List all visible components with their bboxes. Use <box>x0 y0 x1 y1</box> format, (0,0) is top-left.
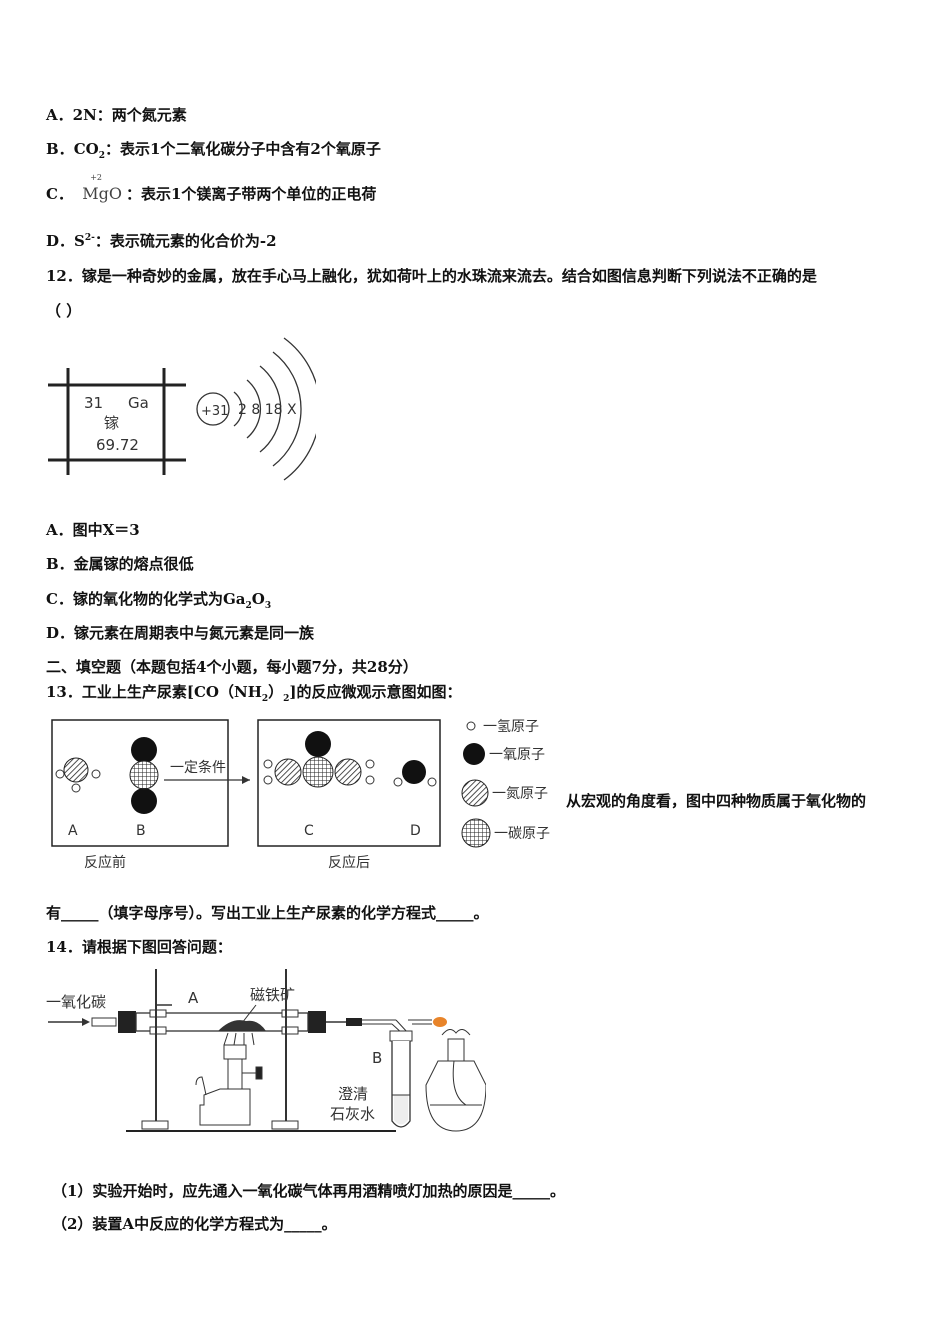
q12-option-c-sub1: 2 <box>245 601 252 611</box>
legend: 一氢原子 一氧原子 一氮原子 一碳原子 <box>461 719 550 848</box>
nucleus-charge: +31 <box>201 404 228 419</box>
q12-option-d: D．镓元素在周期表中与氮元素是同一族 <box>46 624 315 642</box>
legend-nitrogen: 一氮原子 <box>492 786 548 802</box>
q11-option-d-label: D． <box>46 232 75 250</box>
q11-option-d-formula: S <box>74 232 85 250</box>
legend-hydrogen-symbol <box>466 721 476 731</box>
q12-option-c-o: O <box>251 590 265 608</box>
q14-sub1: （1）实验开始时，应先通入一氧化碳气体再用酒精喷灯加热的原因是_____。 <box>52 1182 565 1200</box>
q11-option-c-charge: +2 <box>90 173 102 182</box>
q11-option-b-formula: CO <box>73 140 99 158</box>
q11-option-b: B．CO2：表示1个二氧化碳分子中含有2个氧原子 <box>46 138 381 161</box>
before-label: 反应前 <box>84 854 126 871</box>
q11-option-b-label: B． <box>46 140 74 158</box>
q11-option-a-label: A． <box>46 106 73 124</box>
flame <box>433 1017 447 1027</box>
b-label: B <box>372 1049 382 1067</box>
element-symbol: Ga <box>128 394 149 412</box>
after-box <box>257 719 441 847</box>
q13-stem: 13．工业上生产尿素[CO（NH2）2]的反应微观示意图如图： <box>46 681 462 704</box>
q11-option-d: D．S2-：表示硫元素的化合价为-2 <box>46 230 277 251</box>
shell-electrons: 2 8 18 X <box>238 402 297 418</box>
ore-pile <box>218 1020 266 1031</box>
element-cell <box>48 368 186 475</box>
q12-option-a: A．图中X＝3 <box>46 521 140 539</box>
q12-option-c-sub2: 3 <box>264 601 272 611</box>
label-d: D <box>410 823 421 839</box>
test-tube-stopper <box>389 1030 413 1042</box>
blowtorch <box>195 1032 263 1126</box>
molecule-c <box>263 731 375 788</box>
q13-stem-sub: 2 <box>261 694 269 704</box>
q13-side-text: 从宏观的角度看，图中四种物质属于氧化物的 <box>566 792 867 810</box>
element-name: 镓 <box>104 414 119 432</box>
q11-option-d-text: ：表示硫元素的化合价为-2 <box>94 232 277 250</box>
q11-option-d-superscript: 2- <box>84 233 95 243</box>
q11-option-a-text: ：两个氮元素 <box>96 106 187 124</box>
q12-option-c-text: C．镓的氧化物的化学式为Ga <box>46 590 246 608</box>
label-b: B <box>136 823 146 839</box>
q11-option-a: A．2N：两个氮元素 <box>46 104 187 125</box>
electron-shells <box>233 337 316 481</box>
legend-nitrogen-symbol <box>461 779 489 807</box>
q11-option-b-text: ：表示1个二氧化碳分子中含有2个氧原子 <box>104 140 381 158</box>
atomic-number: 31 <box>84 394 103 412</box>
q11-option-a-formula: 2N <box>72 106 97 124</box>
ore-label: 磁铁矿 <box>250 986 295 1004</box>
after-label: 反应后 <box>328 854 370 871</box>
label-c: C <box>304 823 314 839</box>
co-label: 一氧化碳 <box>46 993 106 1011</box>
right-stopper <box>308 1011 326 1033</box>
q13-stem-post: ） <box>268 683 284 701</box>
before-box <box>51 719 229 847</box>
section-heading: 二、填空题（本题包括4个小题，每小题7分，共28分） <box>46 658 418 676</box>
q12-option-c: C．镓的氧化物的化学式为Ga2O3 <box>46 588 271 611</box>
q13-stem-sub2: 2 <box>283 694 290 704</box>
legend-oxygen: 一氧原子 <box>489 747 545 763</box>
q13-continuation: 有_____（填字母序号）。写出工业上生产尿素的化学方程式_____。 <box>46 904 489 922</box>
molecule-d <box>393 760 437 787</box>
legend-carbon: 一碳原子 <box>494 826 550 842</box>
urea-reaction-figure: A B 一定条件 C D 反应前 反应后 一氢原子 一氧原子 一氮原子 一碳原子 <box>51 719 550 871</box>
q14-stem: 14．请根据下图回答问题： <box>46 938 232 956</box>
q13-stem-pre: 13．工业上生产尿素[CO（NH <box>46 683 262 701</box>
legend-carbon-symbol <box>461 818 491 848</box>
q11-option-c-formula: MgO <box>82 184 122 203</box>
q13-stem-end: ]的反应微观示意图如图： <box>289 683 462 701</box>
reaction-condition: 一定条件 <box>170 759 226 776</box>
q14-sub2: （2）装置A中反应的化学方程式为_____。 <box>52 1215 337 1233</box>
a-label: A <box>188 989 199 1007</box>
q11-option-c-text: ：表示1个镁离子带两个单位的正电荷 <box>125 185 377 203</box>
q12-stem-line1: 12．镓是一种奇妙的金属，放在手心马上融化，犹如荷叶上的水珠流来流去。结合如图信… <box>46 267 817 285</box>
q12-stem-line2: （ ） <box>46 302 82 320</box>
q11-option-c-label: C． <box>46 185 73 203</box>
legend-hydrogen: 一氢原子 <box>483 719 539 735</box>
nucleus-circle <box>196 392 230 426</box>
limewater-label-1: 澄清 <box>338 1085 368 1103</box>
legend-oxygen-symbol <box>463 743 485 765</box>
co-reduction-apparatus: 一氧化碳 A 磁铁矿 B 澄清 石灰水 <box>46 969 486 1132</box>
limewater-label-2: 石灰水 <box>330 1105 375 1123</box>
alcohol-lamp <box>425 1029 486 1132</box>
molecule-a <box>55 757 101 793</box>
q12-option-b: B．金属镓的熔点很低 <box>46 555 194 573</box>
gallium-figure: 31 Ga 镓 69.72 +31 2 8 18 X <box>48 337 316 481</box>
left-stopper <box>118 1011 136 1033</box>
q11-option-b-subscript: 2 <box>98 151 105 161</box>
label-a: A <box>68 823 78 839</box>
atomic-mass: 69.72 <box>96 436 139 454</box>
molecule-b <box>129 737 159 814</box>
